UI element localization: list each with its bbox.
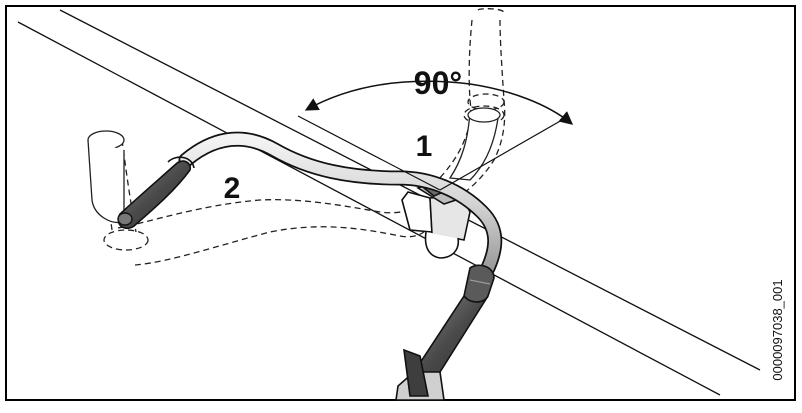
figure-code: 0000097038_001 [770,279,785,380]
right-grip-shaft [395,264,495,401]
left-grip [117,156,195,230]
angle-arrow-icon [304,80,574,125]
callout-1: 1 [416,130,433,163]
reference-lines [17,9,761,396]
left-handle-tip [87,130,125,224]
handlebar-tube [178,131,503,276]
callout-2: 2 [224,172,241,205]
angle-label: 90° [414,65,462,101]
angle-construction-lines [297,115,563,191]
